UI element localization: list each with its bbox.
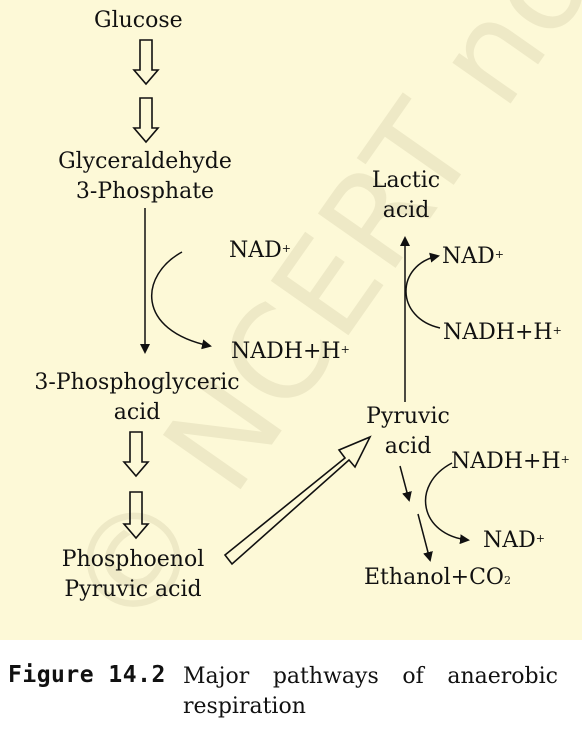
curve-nadh-to-nad-3 [424, 462, 470, 545]
label-nad-plus-2: NAD+ [442, 244, 504, 269]
label-nadh-1: NADH+H+ [231, 339, 350, 364]
caption-text: Major pathways of anaerobic respiration [183, 664, 558, 719]
diagram-panel: © NCERT not to be republished Gl [0, 0, 582, 640]
label-nadh-3: NADH+H+ [451, 449, 570, 474]
label-pyruvic-acid: Pyruvic acid [366, 404, 450, 459]
label-3-phosphoglyceric-acid: 3-Phosphoglyceric acid [34, 370, 240, 425]
hollow-arrow-2 [132, 97, 160, 144]
label-ethanol-co2: Ethanol+CO2 [364, 565, 511, 590]
arrow-pyruvate-to-ethanol-1 [399, 465, 412, 502]
label-nad-plus-1: NAD+ [229, 238, 291, 263]
pathway-arrows [122, 39, 470, 566]
hollow-arrow-1 [132, 39, 160, 86]
label-glyceraldehyde-3-phosphate: Glyceraldehyde 3-Phosphate [58, 149, 232, 204]
hollow-arrow-pep-to-pyruvate [223, 435, 372, 566]
arrow-pyruvate-to-ethanol-2 [417, 513, 433, 562]
curve-nad-to-nadh-1 [151, 251, 212, 350]
figure-caption: Figure 14.2 Major pathways of anaerobic … [0, 640, 582, 730]
label-lactic-acid: Lactic acid [371, 168, 441, 223]
curve-nadh-to-nad-2 [405, 252, 441, 329]
caption-figure-number: Figure 14.2 [8, 662, 166, 688]
label-nad-plus-3: NAD+ [483, 528, 545, 553]
hollow-arrow-3 [122, 431, 150, 478]
label-phosphoenol-pyruvic-acid: Phosphoenol Pyruvic acid [61, 547, 205, 602]
label-nadh-2: NADH+H+ [443, 320, 562, 345]
label-glucose: Glucose [94, 8, 183, 33]
hollow-arrow-4 [122, 491, 150, 540]
